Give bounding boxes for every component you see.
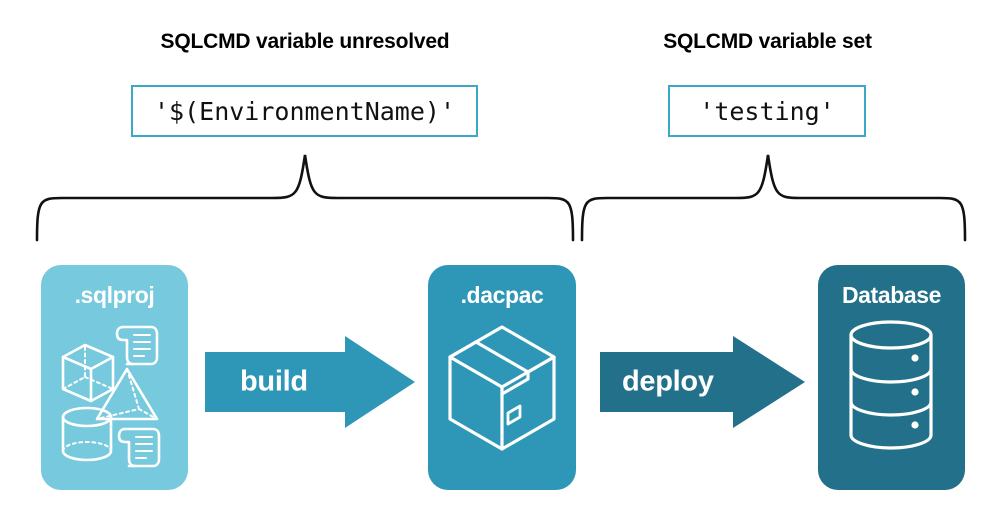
annotation-heading-deploy: SQLCMD variable set xyxy=(663,30,872,53)
scroll-icon xyxy=(115,325,159,366)
sqlproj-artwork xyxy=(61,325,161,468)
stage-box-sqlproj: .sqlproj xyxy=(41,265,188,490)
database-cylinder-icon xyxy=(849,320,933,450)
stage-label-sqlproj: .sqlproj xyxy=(74,282,155,308)
brace-build xyxy=(35,154,575,242)
dacpac-artwork xyxy=(448,325,556,451)
arrow-build-shape xyxy=(205,336,415,428)
stage-label-dacpac: .dacpac xyxy=(460,282,544,308)
annotation-heading-build: SQLCMD variable unresolved xyxy=(160,30,450,53)
annotation-value-box-deploy: 'testing' xyxy=(668,85,866,137)
brace-deploy xyxy=(580,154,967,242)
cube-icon xyxy=(61,343,115,403)
arrow-deploy-shape xyxy=(600,336,805,428)
cylinder-icon xyxy=(61,406,113,462)
stage-box-database: Database xyxy=(818,265,965,490)
stage-box-dacpac: .dacpac xyxy=(428,265,576,490)
annotation-value-box-build: '$(EnvironmentName)' xyxy=(131,85,478,137)
scroll-icon xyxy=(117,427,161,468)
arrow-build-label: build xyxy=(240,365,308,398)
arrow-deploy-label: deploy xyxy=(622,365,714,398)
arrow-build: build xyxy=(205,336,415,428)
stage-label-database: Database xyxy=(841,282,942,308)
arrow-deploy: deploy xyxy=(600,336,805,428)
package-box-icon xyxy=(448,325,556,451)
database-artwork xyxy=(849,320,933,450)
